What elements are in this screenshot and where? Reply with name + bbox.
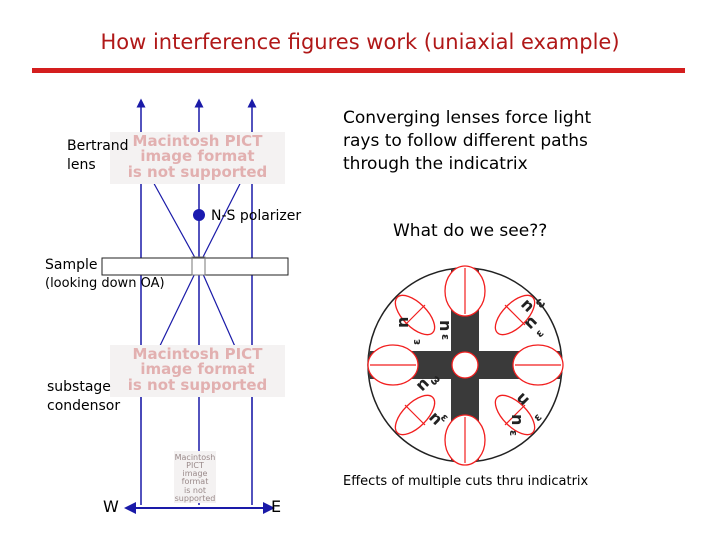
title-rule <box>32 68 685 73</box>
sample-slab <box>101 257 289 276</box>
placeholder-text: image format <box>140 360 255 379</box>
label-line: lens <box>67 157 96 173</box>
placeholder-text: Macintosh PICT <box>174 453 216 471</box>
sample-note: (looking down OA) <box>45 276 165 291</box>
placeholder-text: is not supported <box>174 485 216 503</box>
figure-caption: Effects of multiple cuts thru indicatrix <box>343 474 589 489</box>
index-label-n: n <box>436 320 455 331</box>
interference-figure: n ω n ε n ε n ε n ω n ε n ε n ε <box>367 265 564 466</box>
west-arrowhead <box>124 502 136 514</box>
label-line: Bertrand <box>67 138 129 154</box>
bertrand-lens-label: Bertrand lens <box>67 137 129 175</box>
slide-title: How interference figures work (uniaxial … <box>100 30 620 54</box>
label-line: condensor <box>47 398 121 414</box>
index-label-epsilon: ε <box>439 334 452 340</box>
axis-line <box>404 304 426 326</box>
question-label: What do we see?? <box>393 221 548 241</box>
east-arrowhead <box>263 502 275 514</box>
placeholder-text: Macintosh PICT <box>132 132 263 150</box>
placeholder-text: image format <box>140 147 255 166</box>
east-label: E <box>271 497 282 516</box>
placeholder-text: Macintosh PICT <box>132 345 263 363</box>
converging-note: Converging lenses force light rays to fo… <box>343 107 591 176</box>
bertrand-lens-image: Macintosh PICT image format is not suppo… <box>110 132 285 184</box>
polarizer-label: N-S polarizer <box>211 208 302 224</box>
label-line: substage <box>47 379 111 395</box>
condensor-image: Macintosh PICT image format is not suppo… <box>110 345 285 397</box>
note-line: through the indicatrix <box>343 154 528 174</box>
index-label-epsilon: ε <box>507 430 520 436</box>
indicatrix-section-center <box>451 351 479 379</box>
index-label-epsilon: ε <box>410 339 423 345</box>
index-label-n: n <box>508 414 527 425</box>
substage-condensor-label: substage condensor <box>47 378 120 416</box>
axis-line <box>404 404 426 426</box>
west-label: W <box>103 497 119 516</box>
light-source-image: Macintosh PICT image format is not suppo… <box>174 451 216 503</box>
note-line: Converging lenses force light <box>343 108 592 128</box>
focal-box <box>191 256 206 276</box>
sample-label: Sample <box>45 257 98 273</box>
placeholder-text: image format <box>181 469 209 487</box>
polarizer-dot <box>193 209 205 221</box>
axis-line <box>504 404 526 426</box>
axis-line <box>504 304 526 326</box>
index-label-n: n <box>393 317 412 328</box>
placeholder-text: is not supported <box>127 162 268 181</box>
placeholder-text: is not supported <box>127 375 268 394</box>
note-line: rays to follow different paths <box>343 131 588 151</box>
